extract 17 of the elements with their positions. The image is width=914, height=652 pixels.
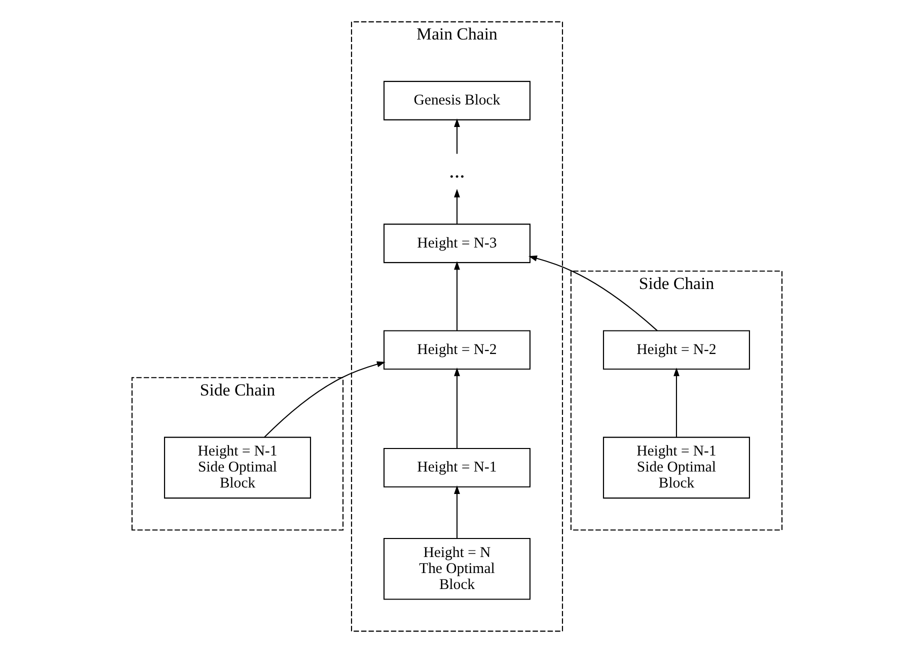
node-box: Height = N-2 (602, 330, 750, 370)
node-box: Height = N-1 Side Optimal Block (602, 436, 750, 498)
arrow (454, 484, 460, 538)
node-box: Height = N The Optimal Block (383, 537, 531, 600)
node-box: Genesis Block (383, 80, 531, 120)
arrow (454, 118, 460, 154)
arrow (264, 360, 386, 438)
arrow (454, 188, 460, 224)
node-box: Height = N-1 (383, 447, 531, 487)
arrow (454, 260, 460, 330)
node-text: ... (449, 158, 465, 182)
node-box: Height = N-2 (383, 330, 531, 370)
arrow (528, 254, 658, 331)
arrow (454, 367, 460, 448)
node-box: Height = N-3 (383, 223, 531, 263)
arrow (673, 367, 680, 437)
node-box: Height = N-1 Side Optimal Block (164, 436, 312, 498)
